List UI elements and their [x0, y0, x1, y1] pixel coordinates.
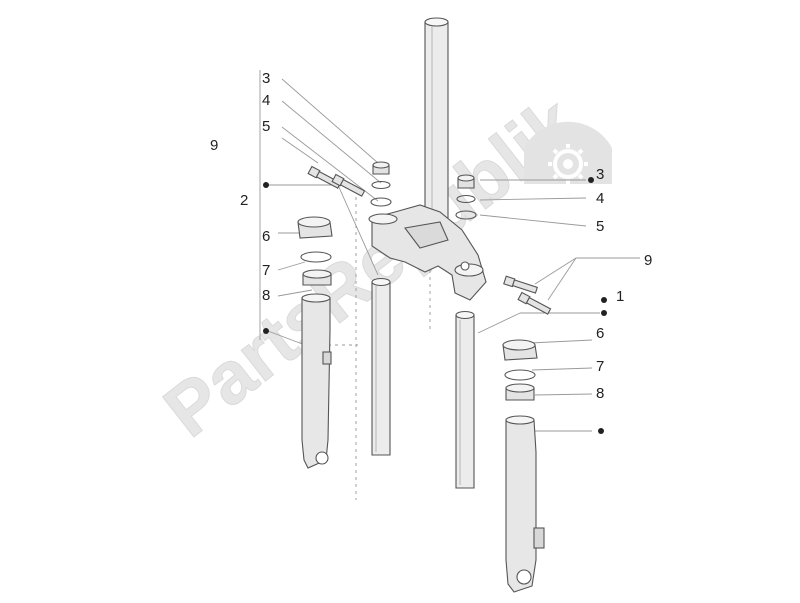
marker-dot	[601, 310, 607, 316]
marker-dot	[598, 428, 604, 434]
callout-right-6: 6	[596, 325, 605, 342]
callout-left-2: 2	[240, 192, 249, 209]
callout-right-4: 4	[596, 190, 605, 207]
fork-seals-right	[502, 339, 538, 401]
callout-right-7: 7	[596, 358, 605, 375]
fork-leg-right	[505, 415, 545, 593]
marker-dot	[588, 177, 594, 183]
fork-tube-left	[371, 277, 391, 456]
callout-left-4: 4	[262, 92, 271, 109]
callout-left-7: 7	[262, 262, 271, 279]
bolts-left	[307, 165, 366, 197]
fork-tube-right	[455, 310, 475, 489]
gear-icon	[524, 121, 612, 184]
callout-left-5: 5	[262, 118, 271, 135]
fork-seals-left	[297, 216, 333, 286]
callout-left-3: 3	[262, 70, 271, 87]
callout-right-1: 1	[616, 288, 625, 305]
callout-left-6: 6	[262, 228, 271, 245]
fork-leg-left	[301, 293, 332, 469]
callout-right-9: 9	[644, 252, 653, 269]
callout-right-3: 3	[596, 166, 605, 183]
marker-dot	[263, 182, 269, 188]
caps-seals-right	[455, 174, 477, 220]
callout-right-8: 8	[596, 385, 605, 402]
caps-seals-left	[370, 161, 392, 207]
marker-dot	[601, 297, 607, 303]
steering-stem-tube	[424, 17, 449, 226]
callout-right-5: 5	[596, 218, 605, 235]
steering-yoke	[368, 204, 487, 301]
bolts-right	[503, 275, 552, 315]
marker-dot	[263, 328, 269, 334]
callout-left-8: 8	[262, 287, 271, 304]
callout-left-9: 9	[210, 137, 219, 154]
